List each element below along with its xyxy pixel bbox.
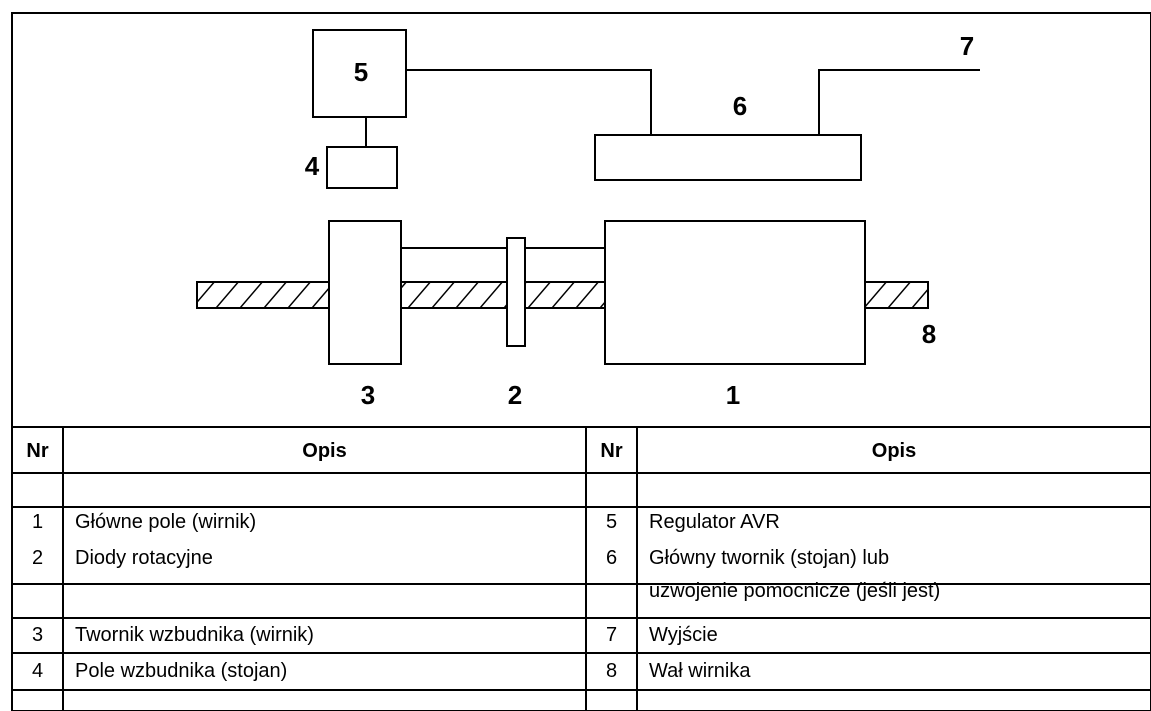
label-2: 2 — [508, 380, 522, 410]
legend-row-desc-line2: uzwojenie pomocnicze (jeśli jest) — [649, 580, 941, 602]
exciter-armature-block — [328, 220, 402, 365]
main-field-block — [604, 220, 866, 365]
legend-row-nr: 7 — [605, 624, 618, 646]
outer-frame — [11, 12, 1151, 711]
legend-table-grid — [12, 426, 1151, 711]
legend-header-nr-right: Nr — [600, 440, 623, 462]
label-3: 3 — [361, 380, 375, 410]
legend-row-nr: 3 — [31, 624, 44, 646]
legend-row-nr: 6 — [605, 547, 618, 569]
rotating-diodes-disc — [506, 237, 526, 347]
legend-row-desc: Twornik wzbudnika (wirnik) — [75, 624, 314, 646]
legend-row-desc-line1: Główny twornik (stojan) lub — [649, 547, 890, 569]
legend-row-desc: Regulator AVR — [649, 511, 780, 533]
legend-row-desc: Główne pole (wirnik) — [75, 511, 257, 533]
output-line — [818, 69, 980, 135]
legend-row-nr: 8 — [605, 660, 618, 682]
avr-to-stator-line — [406, 69, 652, 135]
legend-row-nr: 5 — [605, 511, 618, 533]
label-7: 7 — [960, 31, 974, 61]
main-stator-box — [594, 134, 862, 181]
label-5: 5 — [354, 57, 368, 87]
legend-row-desc: Wyjście — [649, 624, 718, 646]
legend-header-opis-left: Opis — [302, 440, 347, 462]
label-8: 8 — [922, 319, 936, 349]
exciter-field-box — [326, 146, 398, 189]
legend-row-nr: 2 — [31, 547, 44, 569]
label-4: 4 — [305, 151, 320, 181]
legend-row-desc: Diody rotacyjne — [75, 547, 213, 569]
legend-header-nr-left: Nr — [26, 440, 49, 462]
label-1: 1 — [726, 380, 740, 410]
legend-row-nr: 4 — [31, 660, 44, 682]
rotor-shaft-right — [864, 281, 929, 309]
legend-header-opis-right: Opis — [871, 440, 917, 462]
legend-row-nr: 1 — [31, 511, 44, 533]
legend-row-desc: Wał wirnika — [649, 660, 751, 682]
legend-row-desc: Pole wzbudnika (stojan) — [75, 660, 288, 682]
shaft-sleeve — [400, 247, 606, 283]
label-6: 6 — [733, 91, 747, 121]
avr-box — [312, 29, 407, 118]
